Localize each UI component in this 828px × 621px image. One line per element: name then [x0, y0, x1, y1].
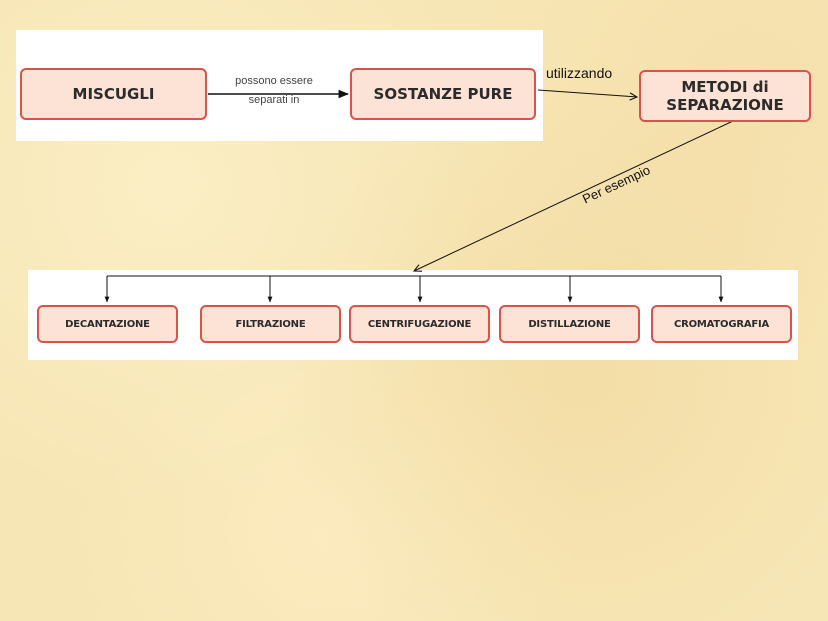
edge-label-possono: possono essere separati in	[214, 74, 334, 108]
sostanze-pure-label: SOSTANZE PURE	[373, 85, 513, 103]
edge-label-line2: separati in	[248, 94, 300, 106]
arrow-metodi-to-methods	[414, 120, 734, 271]
method-label-filtrazione: FILTRAZIONE	[235, 318, 306, 330]
method-label-distillazione: DISTILLAZIONE	[528, 318, 611, 330]
method-box-decantazione: DECANTAZIONE	[37, 305, 178, 343]
arrow-sostanze-to-metodi	[537, 89, 637, 97]
metodi-separazione-box: METODI di SEPARAZIONE	[639, 70, 811, 122]
miscugli-box: MISCUGLI	[20, 68, 207, 120]
metodi-label-line2: SEPARAZIONE	[666, 96, 784, 114]
method-box-distillazione: DISTILLAZIONE	[499, 305, 640, 343]
method-box-filtrazione: FILTRAZIONE	[200, 305, 341, 343]
method-label-centrifugazione: CENTRIFUGAZIONE	[367, 318, 472, 330]
edge-label-line1: possono essere	[235, 75, 313, 87]
method-box-cromatografia: CROMATOGRAFIA	[651, 305, 792, 343]
utilizzando-label: utilizzando	[546, 65, 613, 81]
metodi-label-line1: METODI di	[681, 78, 769, 96]
miscugli-label: MISCUGLI	[72, 85, 155, 103]
sostanze-pure-box: SOSTANZE PURE	[350, 68, 536, 120]
method-box-centrifugazione: CENTRIFUGAZIONE	[349, 305, 490, 343]
method-label-decantazione: DECANTAZIONE	[65, 318, 150, 330]
method-label-cromatografia: CROMATOGRAFIA	[673, 318, 770, 330]
